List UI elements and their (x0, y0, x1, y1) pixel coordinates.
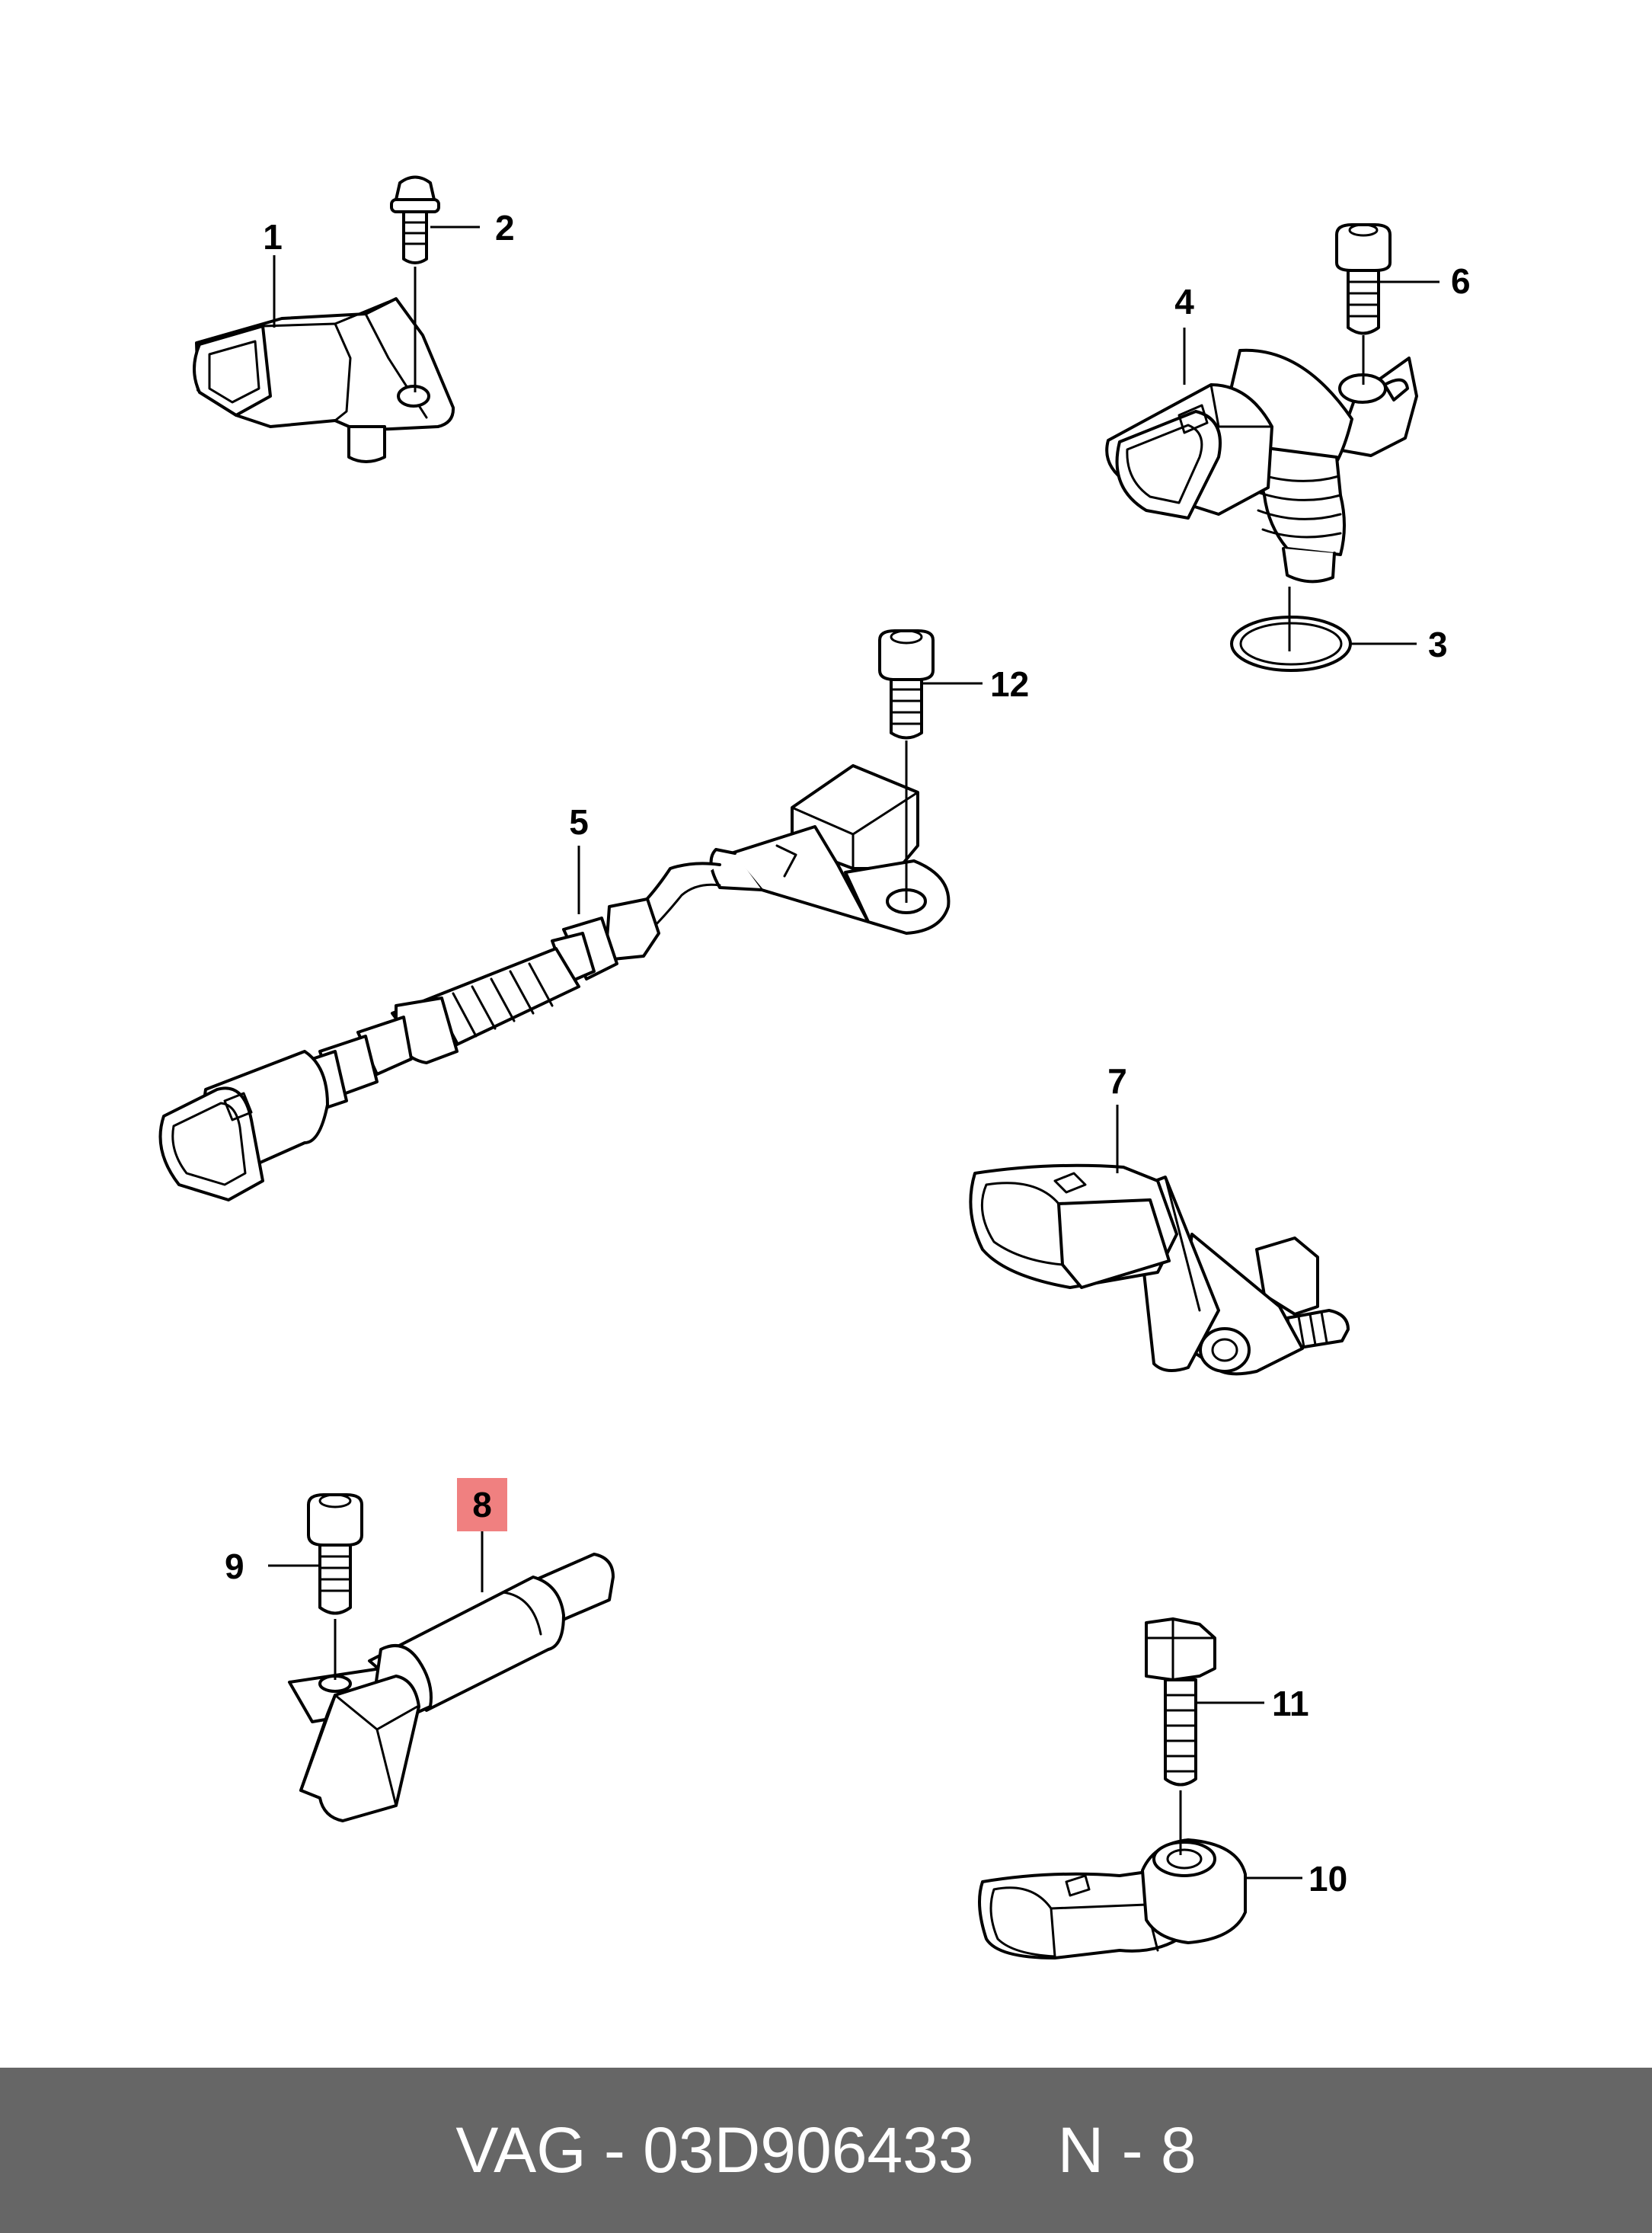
label-12: 12 (990, 664, 1029, 704)
label-10: 10 (1308, 1859, 1347, 1899)
part-number: VAG - 03D906433 (455, 2114, 974, 2186)
part-12-bolt (878, 629, 983, 903)
part-4-sensor (1105, 348, 1418, 584)
label-7: 7 (1107, 1061, 1127, 1101)
diagram-position: N - 8 (1057, 2114, 1197, 2186)
label-6: 6 (1451, 261, 1471, 301)
label-1: 1 (263, 217, 283, 257)
label-3: 3 (1428, 625, 1448, 664)
label-9: 9 (225, 1547, 244, 1586)
part-10-sensor (978, 1838, 1302, 1959)
label-2: 2 (495, 208, 515, 248)
part-9-bolt (268, 1493, 363, 1680)
part-3-o-ring (1230, 587, 1417, 672)
part-5-sensor-cable (158, 764, 951, 1201)
parts-diagram: 1 2 3 4 5 6 7 8 9 10 11 12 (158, 175, 1471, 1959)
part-6-bolt (1183, 223, 1440, 385)
label-8-highlight (457, 1478, 507, 1531)
label-4: 4 (1174, 282, 1194, 322)
label-8: 8 (472, 1485, 492, 1524)
part-7-sensor (969, 1163, 1350, 1376)
part-1-sensor (193, 297, 455, 463)
footer-bar: VAG - 03D906433 N - 8 (0, 2068, 1652, 2233)
label-5: 5 (569, 802, 589, 842)
part-8-sensor (288, 1553, 615, 1822)
label-11: 11 (1272, 1684, 1309, 1723)
part-2-screw (390, 175, 480, 392)
part-11-bolt (1145, 1617, 1264, 1855)
